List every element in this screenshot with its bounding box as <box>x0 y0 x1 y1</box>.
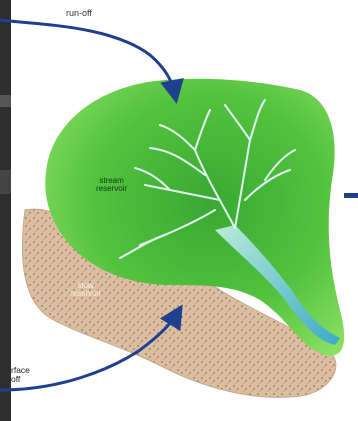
subsurface-runoff-label: rface off <box>11 366 30 384</box>
left-backdrop <box>0 0 11 421</box>
fast-reservoir-label: stream reservoir <box>96 177 127 194</box>
backdrop-accent-2 <box>0 170 11 194</box>
subsurface-runoff-label-line2: off <box>11 375 30 384</box>
slow-reservoir-label: slow reservoir <box>70 282 101 299</box>
slow-reservoir-label-line2: reservoir <box>70 290 101 298</box>
backdrop-accent <box>0 95 11 107</box>
outflow-arrow <box>344 193 358 198</box>
fast-reservoir-label-line2: reservoir <box>96 185 127 193</box>
runoff-label: run-off <box>66 9 92 18</box>
